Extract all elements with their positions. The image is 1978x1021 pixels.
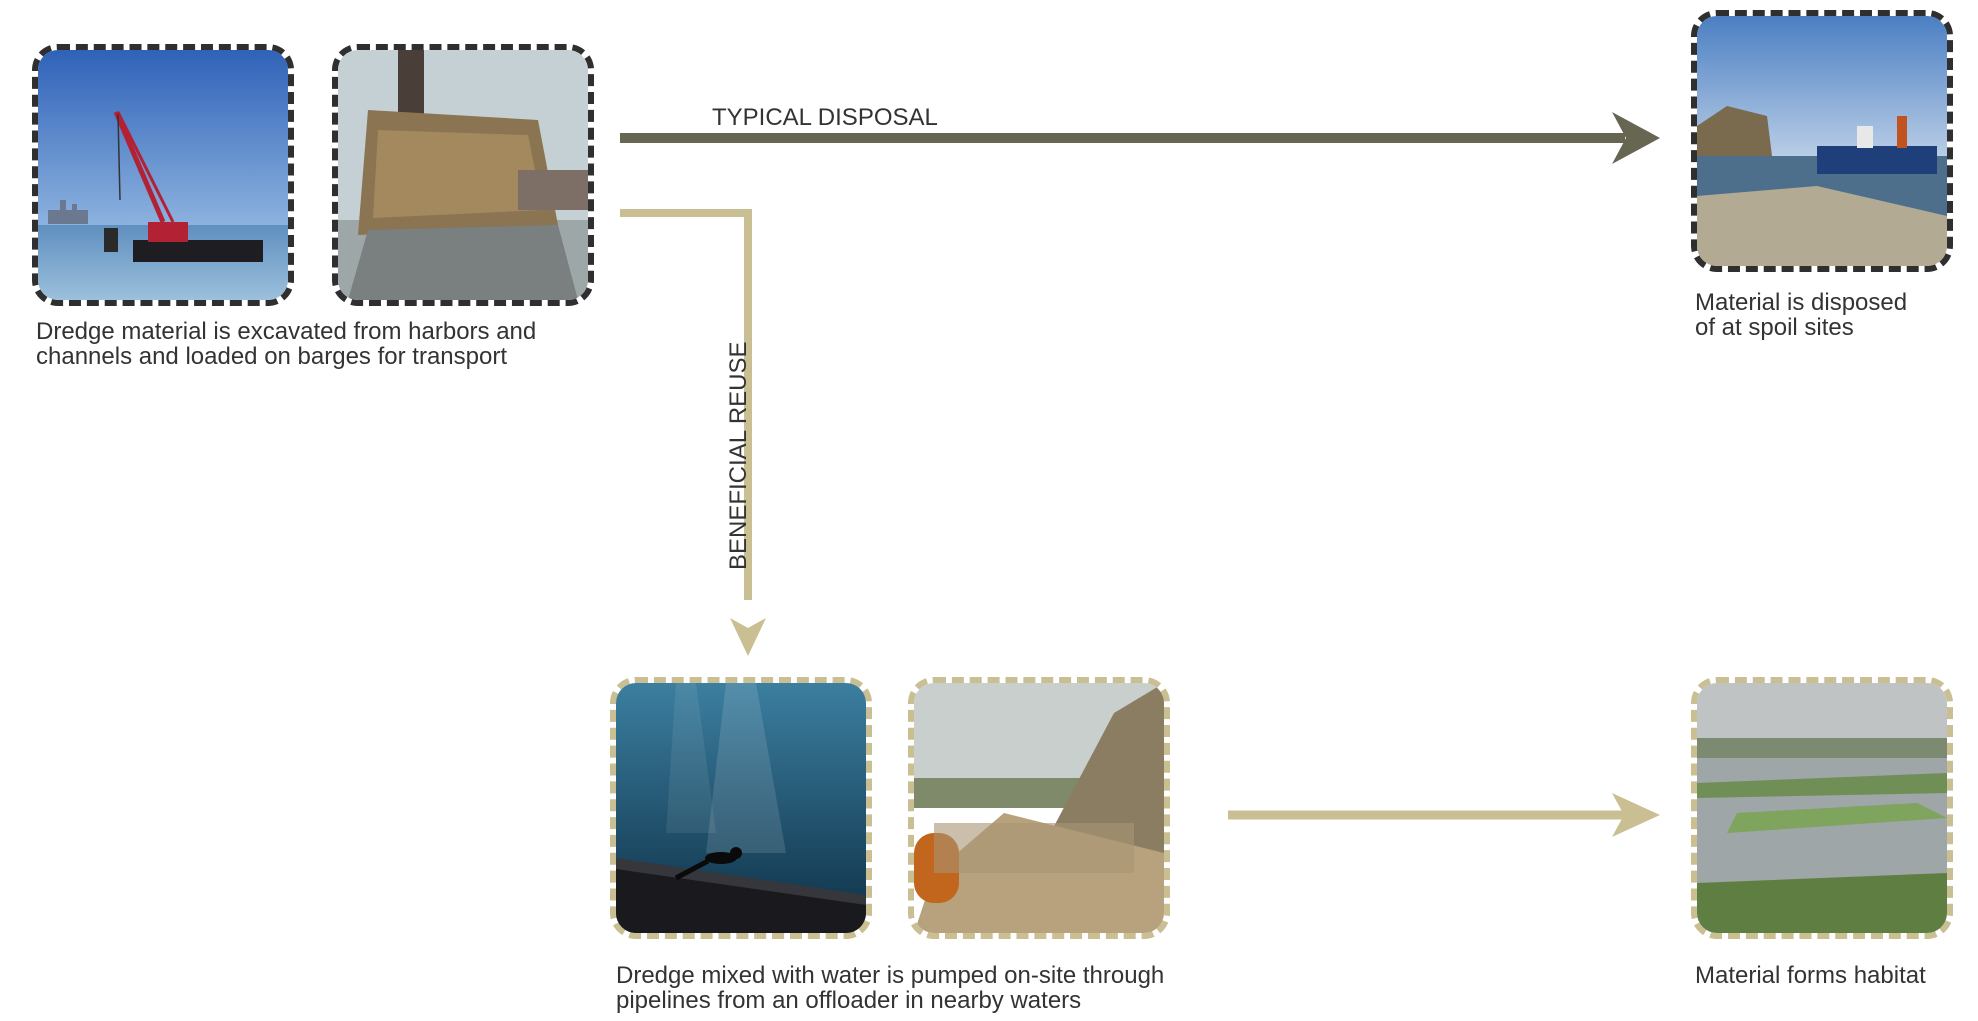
- clamshell-bucket-photo: [332, 44, 594, 306]
- pumping-caption: Dredge mixed with water is pumped on-sit…: [616, 963, 1164, 1013]
- underwater-pipeline-photo: [610, 677, 872, 939]
- habitat-arrow: [1228, 793, 1660, 837]
- beneficial-reuse-label: BENEFICIAL REUSE: [725, 341, 753, 570]
- disposal-caption: Material is disposed of at spoil sites: [1695, 290, 1907, 340]
- typical-disposal-label: TYPICAL DISPOSAL: [712, 104, 938, 132]
- habitat-wetland-photo: [1691, 677, 1953, 939]
- habitat-caption: Material forms habitat: [1695, 963, 1926, 988]
- crane-barge-photo: [32, 44, 294, 306]
- pipeline-discharge-photo: [908, 677, 1170, 939]
- spoil-site-photo: [1691, 10, 1953, 272]
- excavation-caption: Dredge material is excavated from harbor…: [36, 319, 536, 369]
